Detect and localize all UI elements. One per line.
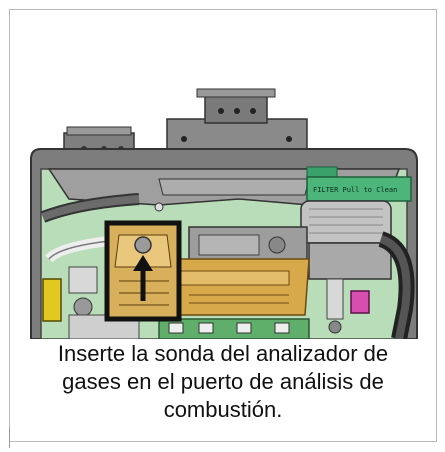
combustion-port-highlight: [104, 220, 182, 322]
filter-housing: FILTER Pull to Clean: [306, 166, 412, 202]
caption-line-1: Inserte la sonda del analizador de: [57, 341, 389, 366]
instruction-caption: Inserte la sonda del analizador de gases…: [9, 340, 437, 424]
fan-housing: [300, 200, 392, 280]
filter-label: FILTER Pull to Clean: [313, 186, 397, 194]
analysis-port: [134, 236, 152, 254]
frame-edge-tick: [9, 428, 10, 448]
gas-valve: [158, 258, 310, 316]
caption-line-3: combustión.: [163, 397, 283, 422]
water-heater-illustration: FILTER Pull to Clean: [30, 88, 418, 339]
caption-line-2: gases en el puerto de análisis de: [62, 369, 384, 394]
arrow-up-icon: [133, 255, 153, 301]
